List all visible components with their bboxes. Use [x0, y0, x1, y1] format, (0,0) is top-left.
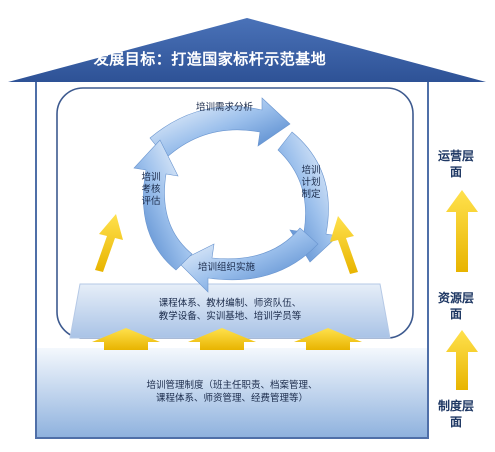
cycle-arrow-left — [133, 139, 193, 271]
resources-line-2: 教学设备、实训基地、培训学员等 — [158, 311, 302, 322]
system-band — [37, 348, 427, 437]
roof-shape — [8, 18, 486, 82]
resource-layer-label: 资源层面 — [438, 291, 475, 322]
operation-layer-label: 运营层面 — [438, 149, 475, 180]
cycle-arrow-right — [277, 131, 339, 263]
evaluation-label: 培训考核评估 — [141, 172, 161, 207]
yellow-arrow-up-3 — [294, 328, 362, 350]
yellow-arrow-up-2 — [188, 328, 256, 350]
system-line-1: 培训管理制度（班主任职责、档案管理、 — [146, 380, 318, 391]
cycle-arrow-top — [149, 97, 291, 159]
system-line-2: 课程体系、师资管理、经费管理等） — [155, 393, 308, 404]
yellow-arrow-up-1 — [92, 328, 160, 350]
layer-arrow-lower — [446, 330, 478, 390]
resources-line-1: 课程体系、教材编制、师资队伍、 — [158, 298, 302, 309]
system-layer-label: 制度层面 — [438, 399, 475, 430]
needs-analysis-label: 培训需求分析 — [196, 102, 254, 113]
yellow-arrow-left-diagonal — [95, 214, 123, 272]
yellow-arrow-right-diagonal — [330, 216, 358, 274]
goal-title: 发展目标：打造国家标杆示范基地 — [93, 50, 327, 68]
resource-band — [69, 283, 391, 339]
plan-making-label: 培训计划制定 — [301, 165, 321, 200]
organization-label: 培训组织实施 — [198, 262, 256, 273]
layer-arrow-upper — [446, 190, 478, 272]
